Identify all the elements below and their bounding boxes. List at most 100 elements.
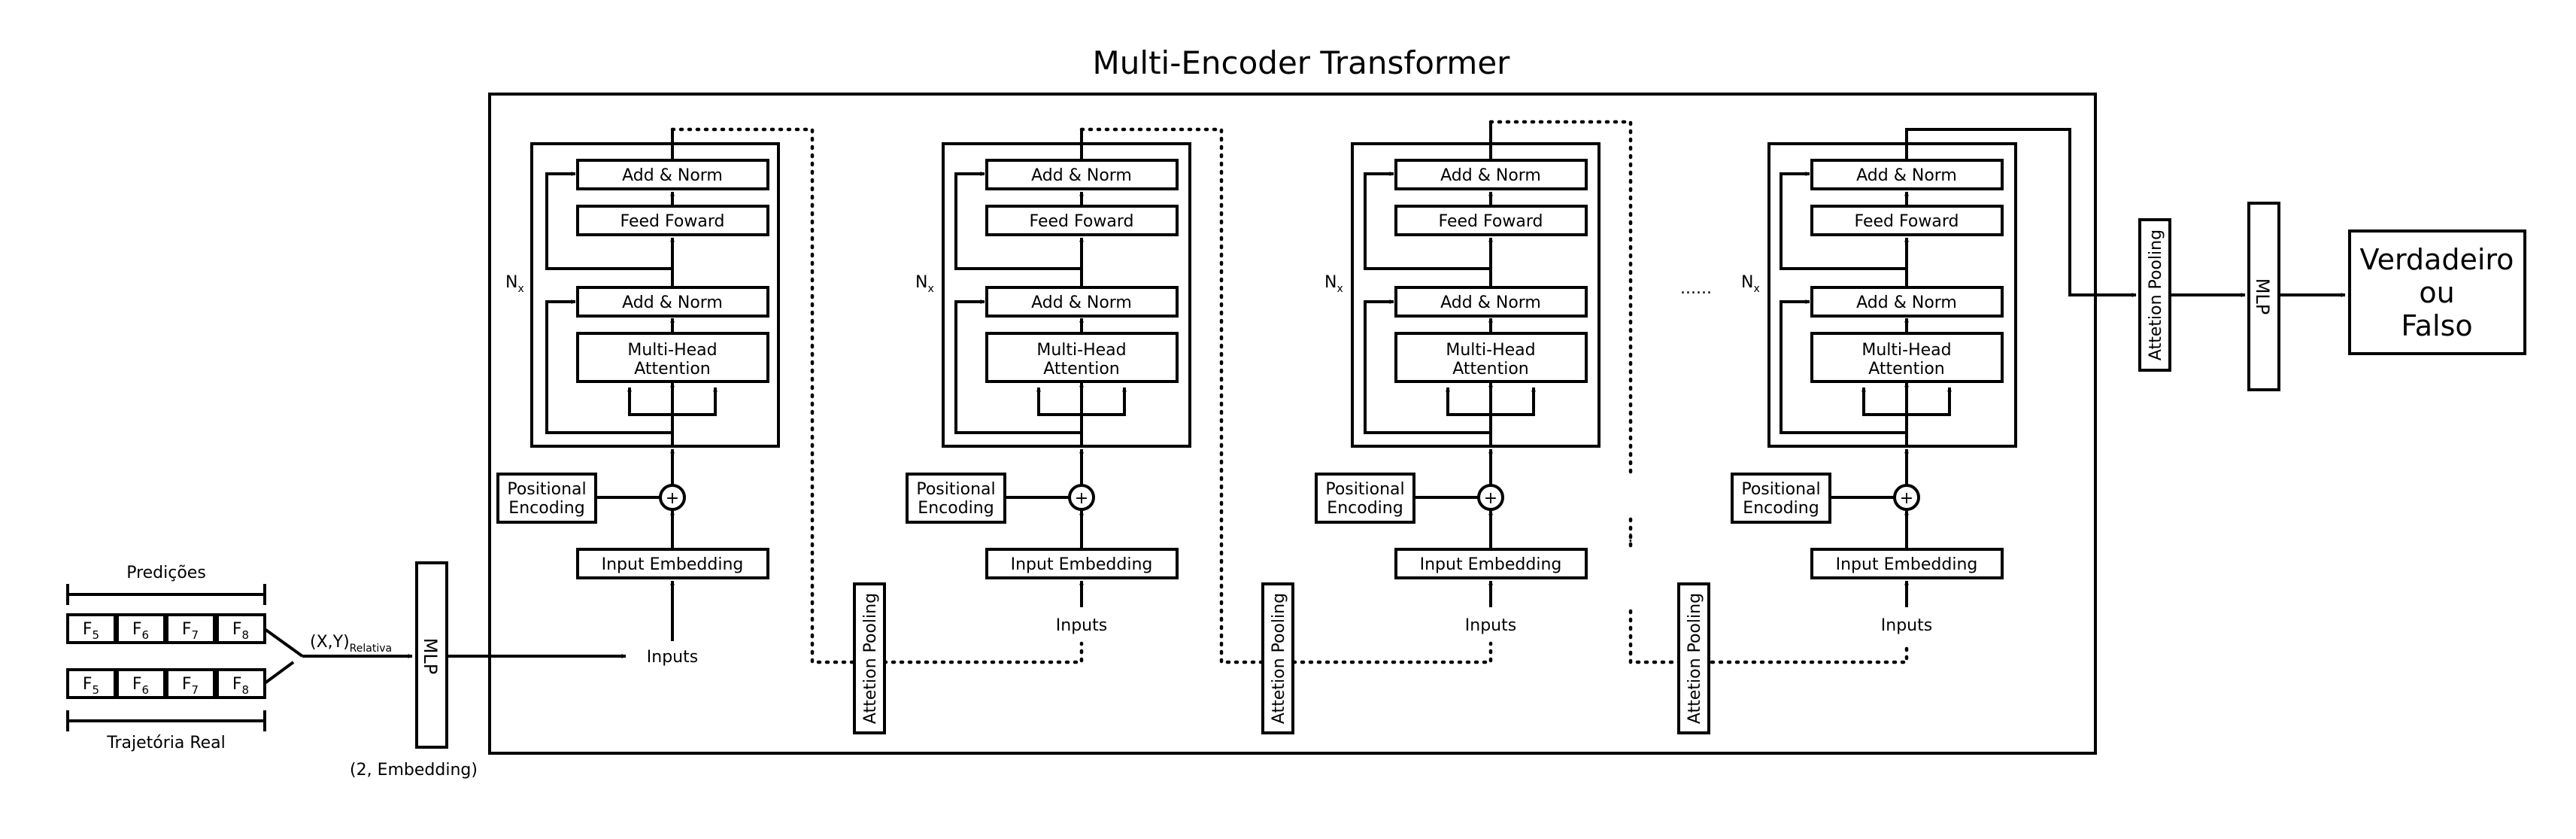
svg-text:Input Embedding: Input Embedding	[1420, 555, 1562, 574]
svg-text:Attention: Attention	[634, 360, 711, 378]
svg-text:Encoding: Encoding	[508, 499, 584, 518]
output-mlp-label: MLP	[2252, 278, 2273, 315]
svg-text:Multi-Head: Multi-Head	[1036, 341, 1126, 360]
svg-text:Attention: Attention	[1452, 360, 1529, 378]
encoder-block-3: Nx Add & Norm Feed Foward Add & Norm Mul…	[1315, 122, 1601, 635]
inputs-label-1: Inputs	[647, 648, 698, 667]
add-norm-top-3	[1394, 159, 1588, 190]
predicted-frames-row: F5 F6 F7 F8	[66, 613, 266, 644]
svg-text:Attention: Attention	[1043, 360, 1120, 378]
encoder-stack-frame-3	[1351, 142, 1601, 448]
output-result-box	[2348, 230, 2526, 355]
predicted-frame-f7: F7	[182, 620, 199, 642]
real-trajectory-label: Trajetória Real	[106, 734, 226, 752]
svg-text:Encoding: Encoding	[918, 499, 994, 518]
svg-text:Attention: Attention	[1868, 360, 1945, 378]
vertical-ellipsis: ⋮	[1622, 524, 1640, 545]
svg-text:Input Embedding: Input Embedding	[1836, 555, 1978, 574]
svg-text:Add & Norm: Add & Norm	[1856, 166, 1957, 185]
nx-label-1: Nx	[505, 273, 524, 295]
predictions-label: Predições	[126, 564, 206, 582]
svg-text:Add & Norm: Add & Norm	[622, 166, 723, 185]
add-circle-2	[1068, 484, 1095, 511]
inputs-label-4: Inputs	[1881, 616, 1932, 635]
encoder-block-1: Nx Add & Norm Feed Foward Add & Norm Mul…	[496, 129, 780, 667]
svg-text:Attetion Pooling: Attetion Pooling	[1685, 593, 1704, 724]
add-norm-bottom-3	[1394, 286, 1588, 318]
input-embedding-3	[1394, 548, 1588, 579]
encoder-stack-frame-2	[942, 142, 1191, 448]
feed-forward-1	[576, 205, 769, 236]
svg-text:+: +	[666, 489, 679, 508]
input-mlp-box	[415, 561, 448, 749]
svg-text:Positional: Positional	[916, 480, 995, 499]
svg-text:Encoding: Encoding	[1743, 499, 1819, 518]
svg-text:Attetion Pooling: Attetion Pooling	[2147, 230, 2165, 360]
relative-coords-label: (X,Y)Relativa	[310, 633, 392, 655]
add-circle-3	[1477, 484, 1504, 511]
real-frame-f7: F7	[182, 675, 199, 697]
svg-text:Multi-Head: Multi-Head	[1446, 341, 1535, 360]
input-embedding-1	[576, 548, 769, 579]
encoder-block-4: Nx Add & Norm Feed Foward Add & Norm Mul…	[1731, 142, 2017, 635]
attention-pooling-3	[1677, 582, 1710, 734]
svg-text:+: +	[1075, 489, 1088, 508]
output-line-3: Falso	[2401, 309, 2472, 342]
encoder-block-2: Nx Add & Norm Feed Foward Add & Norm Mul…	[906, 129, 1191, 635]
input-embedding-2	[985, 548, 1179, 579]
svg-text:Feed Foward: Feed Foward	[1030, 212, 1134, 231]
svg-text:Positional: Positional	[1741, 480, 1820, 499]
input-mlp: MLP (2, Embedding)	[350, 561, 627, 780]
real-frame-f6: F6	[132, 675, 149, 697]
add-norm-top-1	[576, 159, 769, 190]
add-norm-bottom-1	[576, 286, 769, 318]
add-norm-bottom-2	[985, 286, 1179, 318]
positional-encoding-1	[496, 473, 597, 524]
feed-forward-4	[1810, 205, 2004, 236]
real-frame-f8: F8	[232, 675, 249, 697]
add-circle-4	[1893, 484, 1920, 511]
feed-forward-2	[985, 205, 1179, 236]
output-mlp-box	[2247, 202, 2280, 391]
svg-text:Input Embedding: Input Embedding	[602, 555, 744, 574]
multi-head-attention-1	[576, 332, 769, 383]
predicted-frame-f6: F6	[132, 620, 149, 642]
output-line-2: ou	[2419, 276, 2454, 309]
embedding-dim-label: (2, Embedding)	[350, 761, 478, 780]
svg-text:Encoding: Encoding	[1327, 499, 1403, 518]
svg-text:Add & Norm: Add & Norm	[622, 293, 723, 312]
nx-label-2: Nx	[915, 273, 934, 295]
svg-text:Positional: Positional	[1325, 480, 1404, 499]
input-embedding-4	[1810, 548, 2004, 579]
predicted-frame-f8: F8	[232, 620, 249, 642]
multi-head-attention-2	[985, 332, 1179, 383]
svg-text:Feed Foward: Feed Foward	[1855, 212, 1959, 231]
diagram-title: Multi-Encoder Transformer	[1093, 44, 1511, 81]
svg-text:Feed Foward: Feed Foward	[1439, 212, 1543, 231]
horizontal-ellipsis: ......	[1680, 279, 1712, 298]
positional-encoding-4	[1731, 473, 1831, 524]
svg-text:Attetion Pooling: Attetion Pooling	[861, 593, 880, 724]
add-norm-top-2	[985, 159, 1179, 190]
svg-text:Positional: Positional	[507, 480, 586, 499]
svg-text:Add & Norm: Add & Norm	[1031, 166, 1132, 185]
real-frame-f5: F5	[83, 675, 99, 697]
svg-text:+: +	[1900, 489, 1913, 508]
transformer-frame	[488, 93, 2097, 755]
nx-label-3: Nx	[1324, 273, 1343, 295]
svg-text:Input Embedding: Input Embedding	[1011, 555, 1153, 574]
multi-head-attention-4	[1810, 332, 2004, 383]
multi-head-attention-3	[1394, 332, 1588, 383]
attention-pooling-1	[853, 582, 886, 734]
svg-text:Multi-Head: Multi-Head	[1861, 341, 1951, 360]
inputs-label-3: Inputs	[1465, 616, 1516, 635]
predicted-frame-f5: F5	[83, 620, 99, 642]
svg-text:Add & Norm: Add & Norm	[1440, 166, 1541, 185]
input-mlp-label: MLP	[420, 638, 441, 675]
feed-forward-3	[1394, 205, 1588, 236]
svg-text:Add & Norm: Add & Norm	[1031, 293, 1132, 312]
attention-pooling-2	[1261, 582, 1294, 734]
svg-text:Feed Foward: Feed Foward	[620, 212, 725, 231]
encoder-stack-frame-4	[1767, 142, 2017, 448]
